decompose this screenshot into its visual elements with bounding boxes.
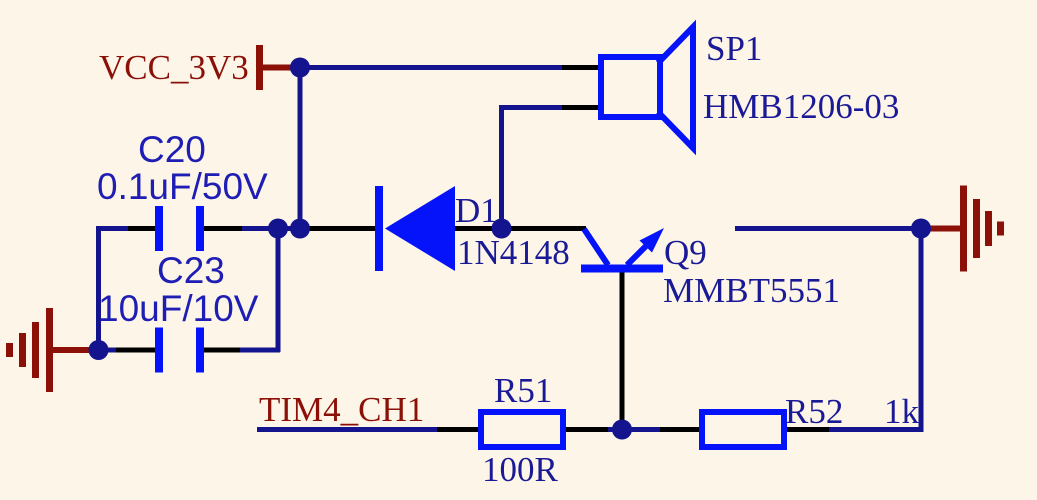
- capacitor-c23[interactable]: C23 10uF/10V: [98, 250, 259, 373]
- gnd-left-bar3: [19, 333, 26, 367]
- c23-value: 10uF/10V: [98, 288, 259, 329]
- diode-d1[interactable]: D1 1N4148: [308, 186, 586, 272]
- gnd-right-bar3: [985, 211, 992, 246]
- resistor-r51[interactable]: R51 100R: [437, 371, 608, 489]
- junction-gnd-right: [911, 218, 931, 239]
- capacitor-c20[interactable]: C20 0.1uF/50V: [97, 129, 268, 251]
- c23-plate-right: [196, 327, 204, 373]
- c20-plate-right: [196, 206, 204, 251]
- d1-triangle: [385, 186, 455, 271]
- r51-value: 100R: [482, 450, 559, 489]
- resistor-r52[interactable]: R52 1k: [660, 392, 920, 450]
- gnd-left-bar4: [6, 343, 13, 357]
- gnd-right-bar2: [973, 199, 980, 258]
- c23-plate-left: [155, 327, 163, 373]
- r52-body: [699, 409, 787, 450]
- c20-designator: C20: [138, 129, 206, 170]
- r51-designator: R51: [494, 371, 552, 410]
- c20-plate-left: [155, 206, 163, 251]
- junction-c23-node: [268, 218, 288, 239]
- power-port-vcc[interactable]: VCC_3V3: [99, 45, 298, 90]
- speaker-sp1[interactable]: SP1 HMB1206-03: [562, 19, 899, 156]
- c23-designator: C23: [157, 250, 225, 291]
- vcc-bar-symbol: [256, 45, 263, 90]
- q9-collector: [581, 227, 611, 267]
- junction-dots: [88, 57, 931, 440]
- ground-symbol-left[interactable]: [6, 308, 97, 392]
- vcc-net-label: VCC_3V3: [99, 48, 249, 87]
- junction-diode-speaker: [491, 218, 512, 239]
- sp1-body: [598, 54, 663, 120]
- q9-value: MMBT5551: [663, 271, 840, 310]
- c20-value: 0.1uF/50V: [97, 166, 268, 207]
- d1-designator: D1: [455, 191, 498, 230]
- q9-emitter: [624, 240, 652, 268]
- wire-speaker-bottom-drop[interactable]: [499, 105, 565, 228]
- sp1-cone: [655, 19, 696, 156]
- r52-designator: R52: [785, 392, 843, 431]
- sp1-value: HMB1206-03: [703, 87, 899, 126]
- net-label-tim4-ch1[interactable]: TIM4_CH1: [259, 390, 424, 429]
- gnd-right-bar1: [960, 185, 967, 272]
- gnd-right-bar4: [997, 221, 1004, 236]
- transistor-q9[interactable]: Q9 MMBT5551: [581, 227, 840, 422]
- ground-symbol-right[interactable]: [923, 185, 1004, 272]
- d1-cathode-bar: [375, 186, 383, 271]
- gnd-left-bar1: [46, 308, 53, 392]
- wires: [96, 65, 924, 432]
- gnd-left-bar2: [32, 322, 39, 378]
- junction-base: [612, 419, 632, 440]
- d1-value: 1N4148: [457, 233, 570, 272]
- q9-emitter-arrow: [639, 228, 664, 253]
- junction-vcc-node: [290, 218, 310, 239]
- junction-gnd-left: [88, 340, 109, 360]
- junction-vcc: [290, 57, 310, 78]
- q9-designator: Q9: [664, 233, 707, 272]
- r51-body: [478, 409, 566, 450]
- r52-value: 1k: [884, 392, 920, 431]
- sp1-designator: SP1: [706, 29, 762, 68]
